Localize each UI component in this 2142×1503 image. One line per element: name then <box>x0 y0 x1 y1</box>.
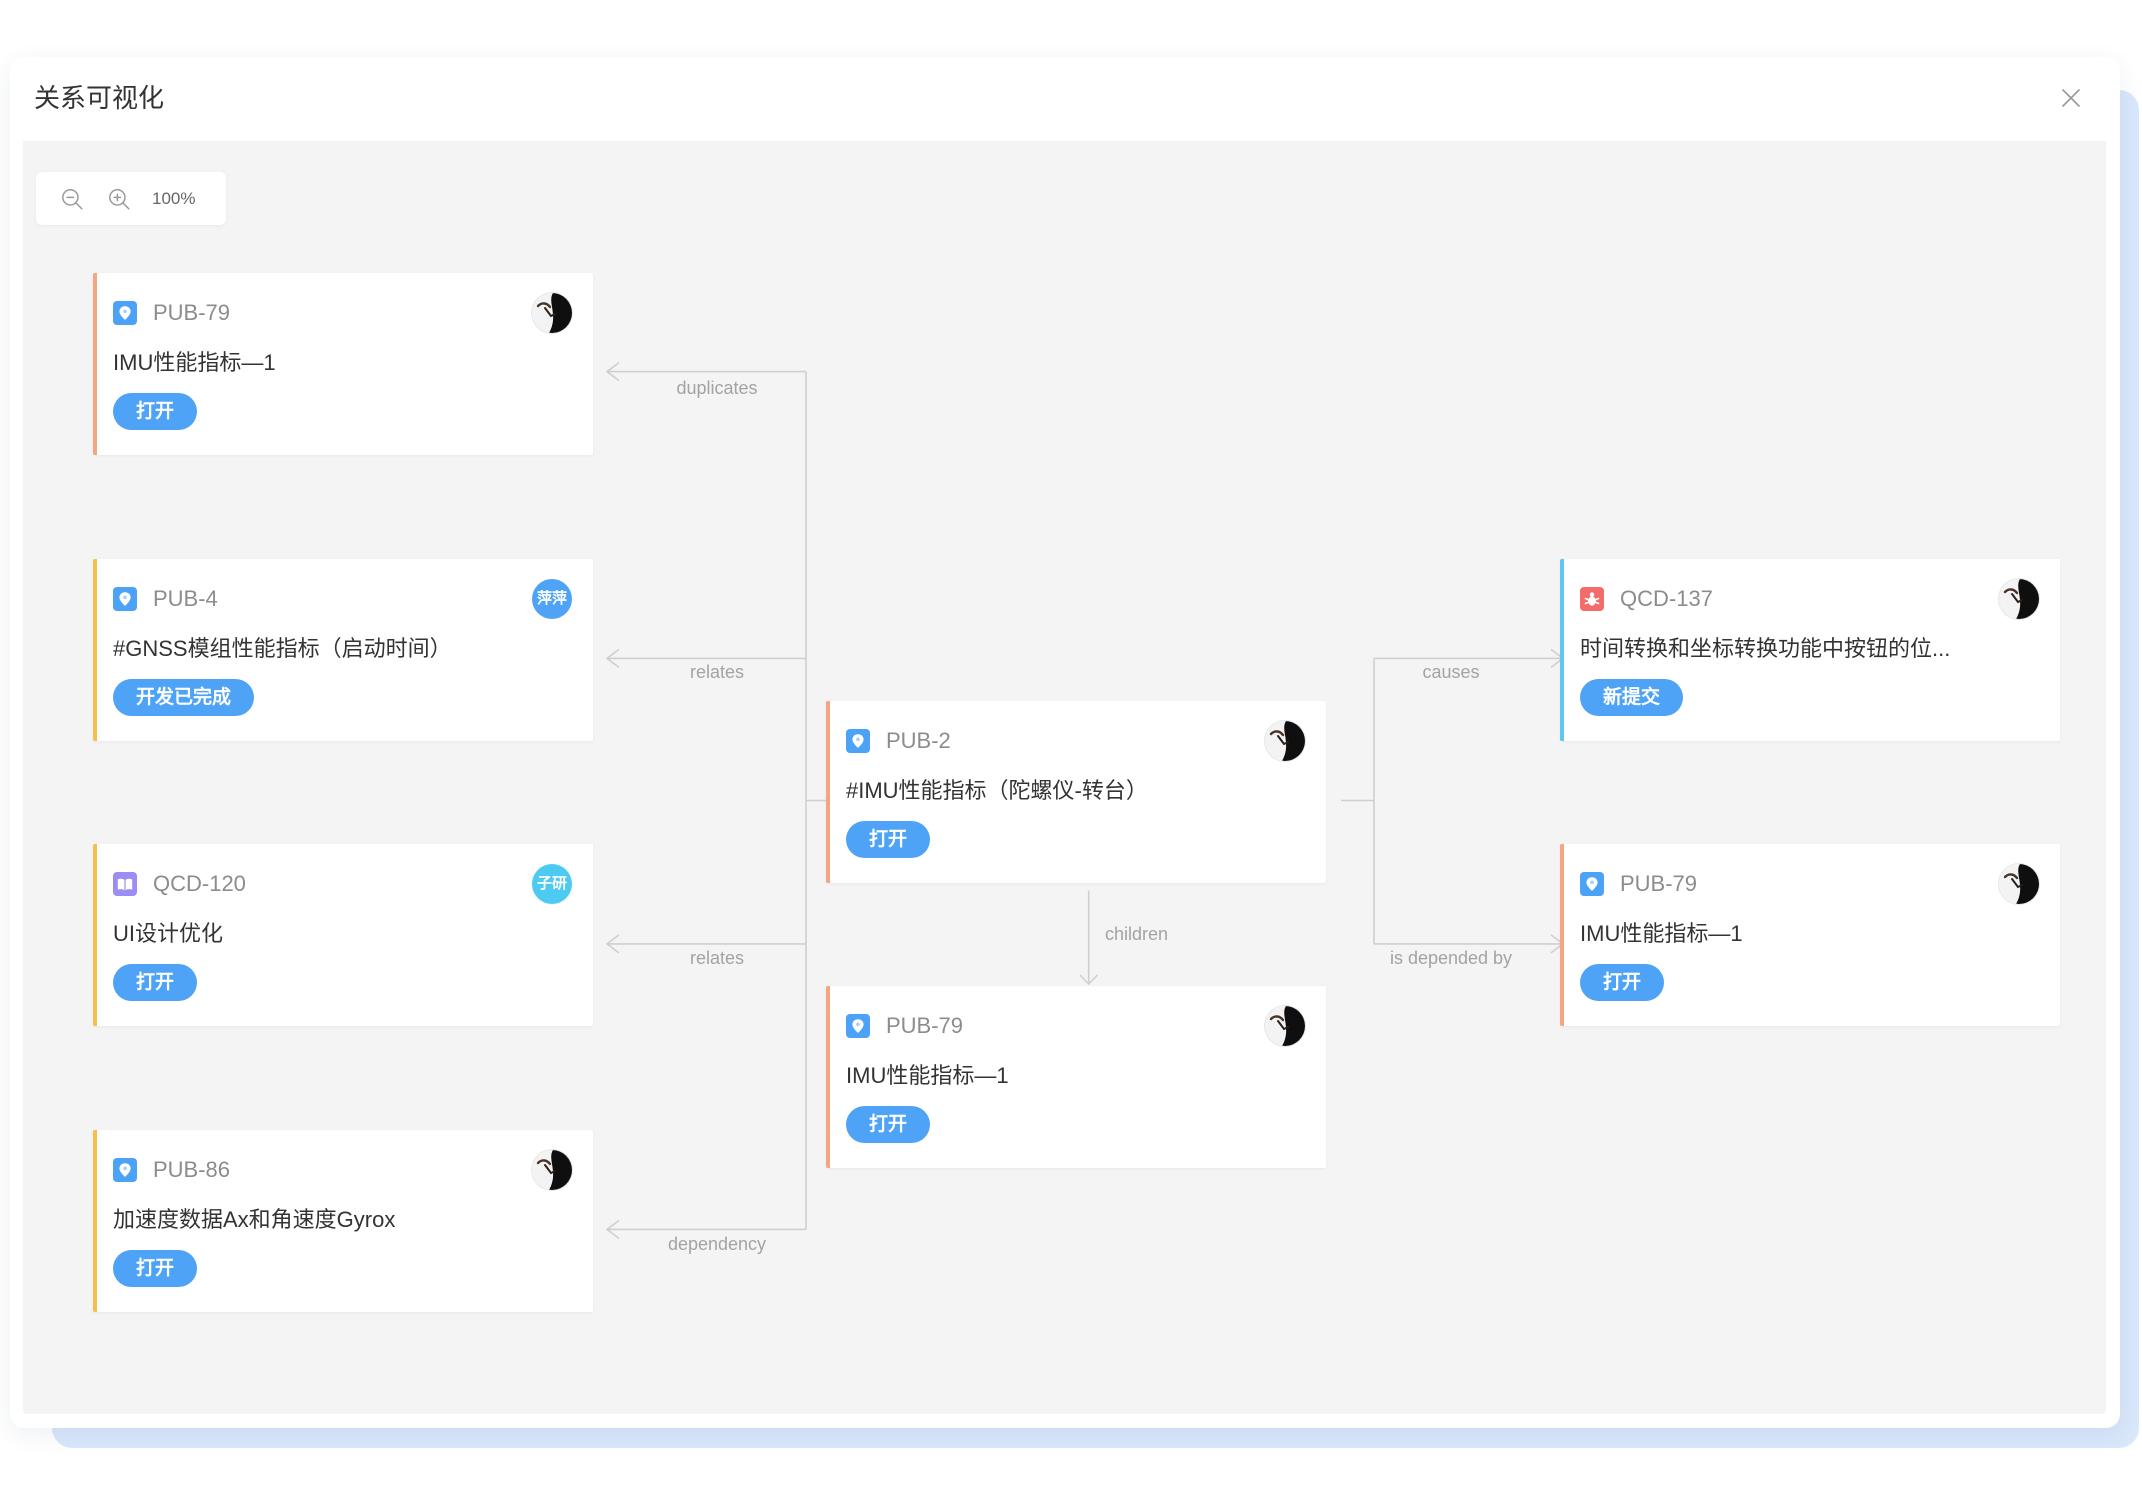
requirement-icon <box>113 1158 137 1182</box>
requirement-icon <box>846 729 870 753</box>
arrow-head-down <box>1079 974 1098 986</box>
issue-key[interactable]: PUB-86 <box>153 1157 231 1182</box>
status-badge: 打开 <box>113 964 198 1001</box>
status-badge: 新提交 <box>1580 679 1684 716</box>
issue-key[interactable]: PUB-79 <box>886 1013 964 1038</box>
relation-graph-canvas[interactable]: 100% duplicates relates relates <box>23 141 2106 1414</box>
issue-card[interactable]: PUB-79 IMU性能指标—1 打开 <box>93 273 593 455</box>
status-badge: 打开 <box>1580 964 1665 1001</box>
modal-title: 关系可视化 <box>34 83 165 113</box>
issue-card[interactable]: QCD-120 子研 UI设计优化 打开 <box>93 844 593 1026</box>
root-issue-card[interactable]: PUB-2 #IMU性能指标（陀螺仪-转台） 打开 <box>826 701 1326 883</box>
status-badge: 打开 <box>113 1250 198 1287</box>
issue-card[interactable]: PUB-79 IMU性能指标—1 打开 <box>1560 844 2060 1026</box>
relation-label-children: children <box>1105 924 1169 944</box>
arrow-head-left <box>605 1219 620 1240</box>
issue-key[interactable]: QCD-120 <box>153 871 246 896</box>
issue-key[interactable]: PUB-4 <box>153 586 218 611</box>
assignee-avatar <box>1265 1006 1305 1046</box>
assignee-avatar: 子研 <box>532 864 572 904</box>
relation-label-is-depended-by: is depended by <box>1389 948 1513 968</box>
assignee-avatar <box>1265 721 1305 761</box>
issue-title[interactable]: UI设计优化 <box>113 921 224 946</box>
requirement-icon <box>1580 872 1604 896</box>
relation-label-dependency: dependency <box>667 1234 767 1254</box>
issue-key[interactable]: PUB-2 <box>886 728 951 753</box>
relation-label-relates: relates <box>689 948 745 968</box>
zoom-out-icon[interactable] <box>59 186 85 212</box>
issue-title[interactable]: 加速度数据Ax和角速度Gyrox <box>113 1207 396 1232</box>
arrow-head-left <box>605 648 620 669</box>
assignee-avatar <box>532 293 572 333</box>
requirement-icon <box>846 1014 870 1038</box>
assignee-avatar <box>1999 579 2039 619</box>
status-badge: 开发已完成 <box>113 679 255 716</box>
issue-title[interactable]: IMU性能指标—1 <box>1580 921 1743 946</box>
close-icon[interactable] <box>2058 85 2084 111</box>
issue-card[interactable]: PUB-86 加速度数据Ax和角速度Gyrox 打开 <box>93 1130 593 1312</box>
issue-title[interactable]: #GNSS模组性能指标（启动时间） <box>113 636 452 661</box>
assignee-avatar <box>532 1150 572 1190</box>
issue-card[interactable]: QCD-137 时间转换和坐标转换功能中按钮的位... 新提交 <box>1560 559 2060 741</box>
zoom-toolbar: 100% <box>36 172 226 225</box>
requirement-icon <box>113 301 137 325</box>
arrow-head-left <box>605 934 620 954</box>
requirement-icon <box>113 587 137 611</box>
issue-card[interactable]: PUB-4 萍萍 #GNSS模组性能指标（启动时间） 开发已完成 <box>93 559 593 741</box>
status-badge: 打开 <box>113 393 198 430</box>
assignee-avatar <box>1999 864 2039 904</box>
bug-icon <box>1580 587 1604 611</box>
relation-visualization-modal: 关系可视化 100% <box>10 57 2120 1428</box>
issue-key[interactable]: PUB-79 <box>1620 871 1698 896</box>
issue-card[interactable]: PUB-79 IMU性能指标—1 打开 <box>826 986 1326 1168</box>
relation-label-duplicates: duplicates <box>676 378 758 398</box>
zoom-in-icon[interactable] <box>106 186 132 212</box>
assignee-avatar: 萍萍 <box>532 579 572 619</box>
status-badge: 打开 <box>846 821 931 858</box>
relation-label-relates: relates <box>689 662 745 682</box>
issue-title[interactable]: #IMU性能指标（陀螺仪-转台） <box>846 778 1148 803</box>
issue-key[interactable]: QCD-137 <box>1620 586 1713 611</box>
issue-title[interactable]: IMU性能指标—1 <box>846 1063 1009 1088</box>
issue-title[interactable]: 时间转换和坐标转换功能中按钮的位... <box>1580 636 1951 661</box>
zoom-level: 100% <box>152 189 196 208</box>
book-icon <box>113 872 137 896</box>
issue-title[interactable]: IMU性能指标—1 <box>113 350 276 375</box>
issue-key[interactable]: PUB-79 <box>153 300 231 325</box>
status-badge: 打开 <box>846 1106 931 1143</box>
relation-label-causes: causes <box>1422 662 1480 682</box>
arrow-head-left <box>605 361 620 382</box>
